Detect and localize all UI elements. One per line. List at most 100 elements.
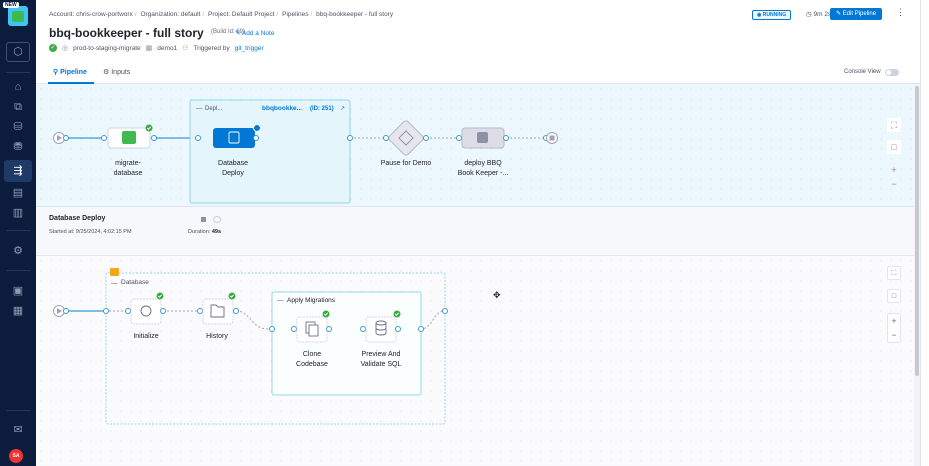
deploy-stage-icon [477, 132, 488, 143]
nav-divider [6, 72, 30, 73]
module-switcher-icon[interactable]: ⬡ [6, 42, 30, 62]
right-edge-panel [920, 0, 929, 466]
port-dot [101, 135, 107, 141]
elapsed-time: ◷ 9m 2s [806, 10, 831, 18]
more-options-icon[interactable]: ⋮ [896, 7, 905, 17]
zoom-out-icon[interactable]: − [891, 179, 897, 189]
app-logo[interactable]: NEW [3, 2, 28, 26]
add-note-link[interactable]: ✎ Add a Note [235, 29, 274, 37]
pencil-icon: ✎ [836, 11, 843, 17]
help-icon[interactable]: ✉ [13, 424, 23, 436]
breadcrumb: Account: chris-crow-portworx/ Organizati… [49, 11, 394, 18]
active-tab-indicator [48, 82, 94, 84]
port-dot [395, 326, 401, 332]
stage-label: Deploy [222, 170, 244, 177]
group-collapse-icon[interactable]: — [111, 280, 118, 287]
stage-migrate-database[interactable]: migrate- database [101, 124, 157, 178]
step-preview-validate-sql[interactable]: Preview And Validate SQL [360, 310, 402, 369]
database-stage-icon [122, 131, 136, 144]
deployments-icon[interactable]: ⧉ [14, 101, 22, 113]
avatar[interactable]: SA [9, 449, 23, 463]
focus-icon[interactable]: □ [887, 140, 901, 154]
vertical-scrollbar[interactable] [914, 84, 920, 466]
play-icon [57, 135, 62, 141]
scrollbar-thumb[interactable] [915, 86, 919, 376]
group-collapse-icon[interactable]: — [196, 105, 203, 112]
pipeline-graph-svg: migrate- database — Depl... bbqbookke...… [53, 99, 558, 204]
build-id: (Build Id: 69) [211, 29, 246, 35]
logo-icon [12, 11, 24, 22]
tab-pipeline[interactable]: ⚲ Pipeline [53, 68, 87, 76]
breadcrumb-org[interactable]: Organization: default [140, 11, 201, 18]
focus-icon[interactable]: □ [887, 289, 901, 303]
breadcrumb-pipeline[interactable]: bbq-bookkeeper - full story [316, 11, 394, 18]
zoom-in-icon[interactable]: + [891, 165, 897, 175]
fit-to-screen-icon[interactable]: ⛶ [887, 118, 901, 132]
external-link-icon[interactable]: ↗ [340, 106, 345, 112]
clock-icon: ◷ [806, 11, 814, 18]
stage-pause-for-demo[interactable]: Pause for Demo [381, 120, 432, 167]
step-clone-codebase[interactable]: Clone Codebase [291, 310, 332, 369]
stage-deploy-bbq[interactable]: deploy BBQ Book Keeper -... [456, 127, 509, 177]
environments-icon[interactable]: ▤ [12, 187, 24, 199]
schema-icon[interactable]: ⛃ [13, 141, 23, 153]
zoom-in-icon[interactable]: + [891, 316, 897, 326]
port-dot [197, 308, 203, 314]
environment-name: prod-to-staging-migrate [73, 44, 141, 52]
port-dot [195, 135, 201, 141]
settings-icon[interactable]: ⚙ [13, 245, 23, 257]
status-badge: ◉ RUNNING [752, 10, 792, 20]
deploy-stage-icon [228, 131, 240, 144]
stage-node-box [213, 128, 255, 148]
group-collapse-icon[interactable]: — [277, 297, 284, 304]
trigger-link[interactable]: git_trigger [234, 44, 264, 52]
pipelines-icon[interactable]: ⇶ [4, 160, 32, 182]
breadcrumb-account[interactable]: Account: chris-crow-portworx [49, 11, 133, 18]
move-cursor-icon: ✥ [493, 290, 501, 300]
group-border [271, 291, 422, 396]
edit-pipeline-button[interactable]: ✎ Edit Pipeline [830, 8, 883, 20]
new-badge: NEW [3, 2, 19, 8]
reports-icon[interactable]: ▦ [12, 305, 24, 317]
console-view-toggle[interactable] [885, 69, 899, 76]
group-ref-link[interactable]: bbqbookke... [262, 105, 302, 112]
database-icon[interactable]: ⛁ [13, 121, 23, 133]
account-icon[interactable]: ▣ [12, 285, 24, 297]
pencil-icon: ✎ [235, 30, 242, 37]
step-group-apply-migrations[interactable]: — Apply Migrations [269, 291, 424, 396]
tab-inputs[interactable]: ⚙ Inputs [103, 68, 130, 76]
home-icon[interactable]: ⌂ [14, 81, 22, 93]
step-history[interactable]: History [197, 292, 239, 341]
step-started: Started at: 9/25/2024, 4:02:15 PM [49, 229, 132, 235]
connector-line [235, 310, 269, 330]
port-dot [63, 135, 69, 141]
database-group-icon [110, 268, 119, 276]
group-border [189, 99, 351, 204]
step-group-database[interactable]: — Database [105, 268, 446, 425]
stage-label: Database [218, 160, 248, 167]
page-title: bbq-bookkeeper - full story [49, 26, 204, 40]
toggle-icon[interactable] [213, 216, 221, 223]
approval-icon [398, 130, 414, 146]
port-dot [233, 308, 239, 314]
stage-label: database [114, 170, 143, 177]
port-dot [103, 308, 109, 314]
port-dot [253, 135, 259, 141]
instances-icon[interactable]: ▥ [12, 207, 24, 219]
zoom-out-icon[interactable]: − [891, 330, 897, 340]
stage-group-deploy[interactable]: — Depl... bbqbookke... (ID: 251) ↗ Datab… [189, 99, 353, 204]
fit-to-screen-icon[interactable]: ⛶ [887, 266, 901, 280]
step-initialize[interactable]: Initialize [125, 292, 166, 341]
group-name: Database [121, 279, 149, 286]
initialize-icon [140, 305, 152, 317]
console-view-label: Console View [844, 69, 881, 75]
page-header: Account: chris-crow-portworx/ Organizati… [36, 0, 929, 62]
breadcrumb-project[interactable]: Project: Default Project [208, 11, 275, 18]
step-label: Codebase [296, 361, 328, 368]
breadcrumb-pipelines[interactable]: Pipelines [282, 11, 309, 18]
step-details: Database Deploy Started at: 9/25/2024, 4… [36, 206, 914, 256]
approval-node-box [388, 120, 424, 156]
stop-icon[interactable] [201, 217, 206, 222]
infra-icon: ▦ [145, 45, 153, 52]
port-dot [418, 326, 424, 332]
